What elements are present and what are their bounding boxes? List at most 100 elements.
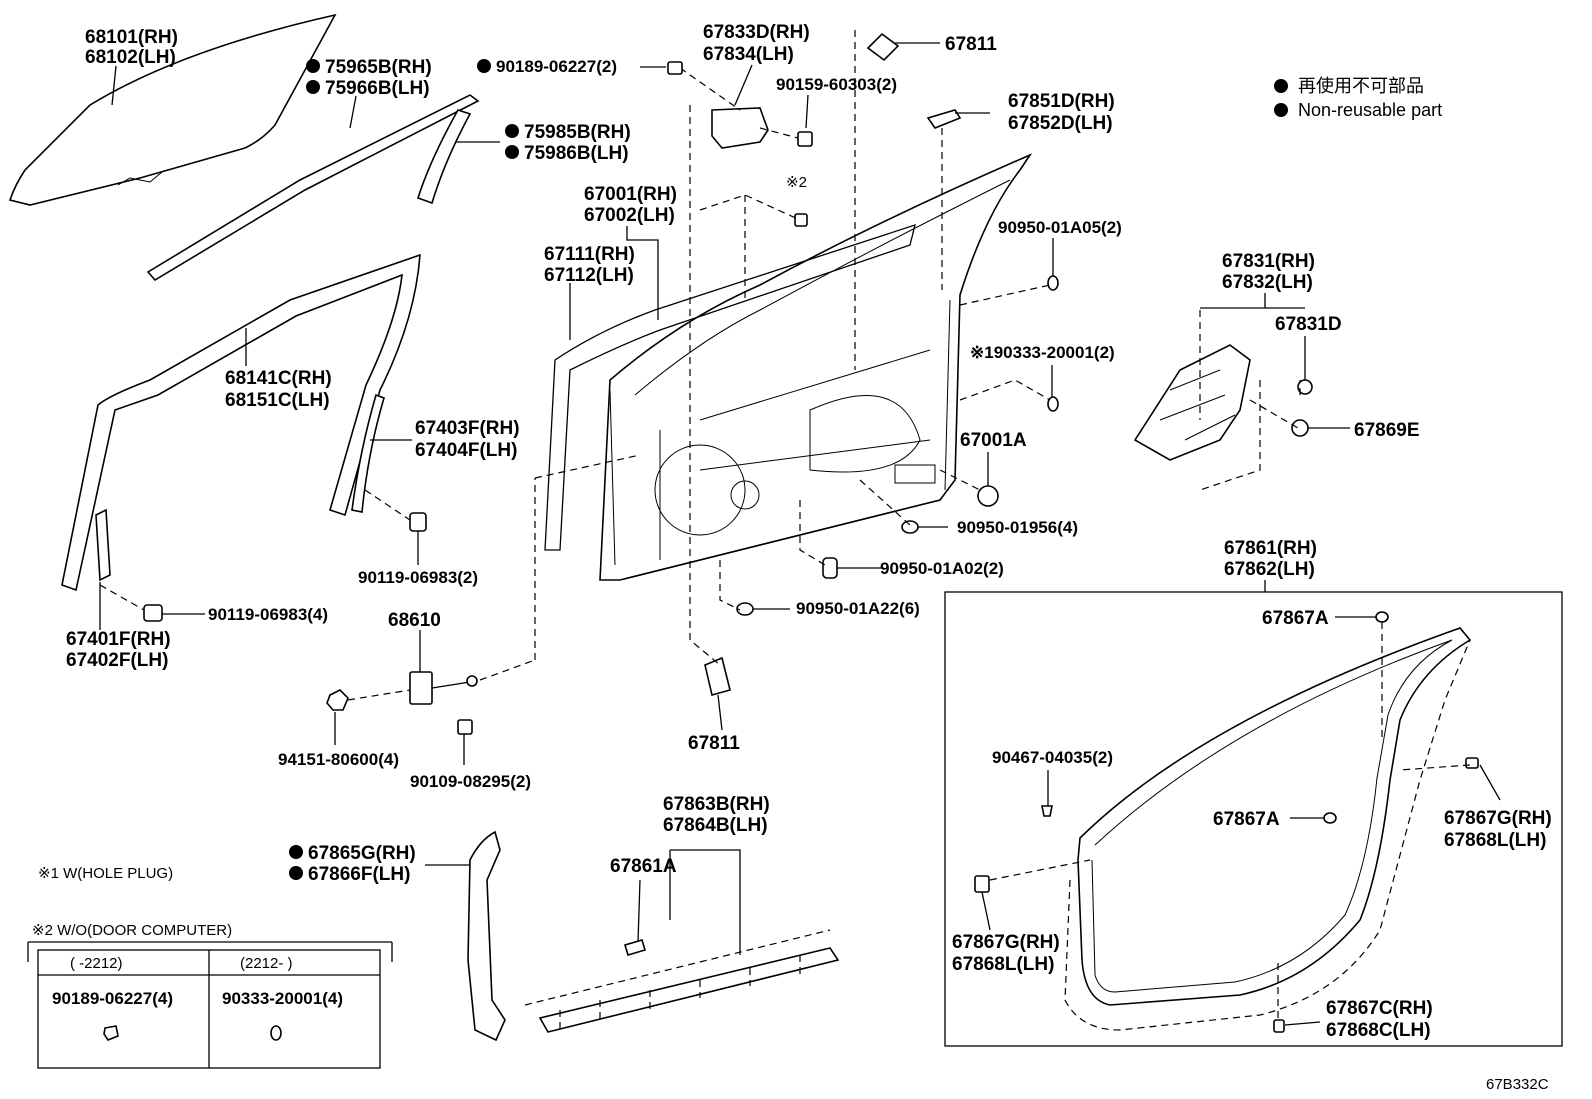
label-75985b: 75985B(RH) <box>524 122 631 143</box>
nonreusable-marker <box>505 145 519 159</box>
weatherstrip-box <box>944 591 1563 1047</box>
plug-90950-01a02 <box>822 557 838 579</box>
label-90950-01956: 90950-01956(4) <box>957 518 1078 537</box>
clip-icon <box>103 1025 119 1041</box>
label-190333: ※190333-20001(2) <box>970 343 1115 362</box>
lower-channel-front <box>95 508 111 582</box>
label-67865g: 67865G(RH) <box>308 843 416 864</box>
label-67868l-left: 67868L(LH) <box>952 954 1054 975</box>
clip-67867g-left <box>974 875 990 893</box>
label-67002: 67002(LH) <box>584 205 675 226</box>
label-67833d: 67833D(RH) <box>703 22 810 43</box>
label-67869e: 67869E <box>1354 420 1420 441</box>
label-90119-2: 90119-06983(2) <box>358 568 478 587</box>
door-lock <box>1133 344 1251 461</box>
legend-bullet-jp <box>1274 79 1288 93</box>
plug-90950-01956 <box>901 520 919 534</box>
label-67403f: 67403F(RH) <box>415 418 520 439</box>
label-67868l-right: 67868L(LH) <box>1444 830 1546 851</box>
clip-90189 <box>667 61 683 75</box>
label-67867a-top: 67867A <box>1262 608 1329 629</box>
label-67112: 67112(LH) <box>544 265 634 286</box>
label-67861a: 67861A <box>610 856 677 877</box>
bumper-67869e <box>1291 419 1309 437</box>
label-75986b: 75986B(LH) <box>524 143 629 164</box>
label-90950-01a02: 90950-01A02(2) <box>880 559 1004 578</box>
nonreusable-marker <box>289 866 303 880</box>
clip-90467 <box>1041 805 1053 817</box>
hinge-weatherstrip <box>467 830 506 1042</box>
label-90109: 90109-08295(2) <box>410 772 531 791</box>
stopper-67001a <box>977 485 999 507</box>
label-67001a: 67001A <box>960 430 1027 451</box>
mirror-bracket <box>926 109 962 129</box>
label-67811-bottom: 67811 <box>688 733 740 754</box>
nonreusable-marker <box>477 59 491 73</box>
label-75965b: 75965B(RH) <box>325 57 432 78</box>
legend-en: Non-reusable part <box>1298 100 1442 120</box>
label-67866f: 67866F(LH) <box>308 864 410 885</box>
label-67832: 67832(LH) <box>1222 272 1313 293</box>
label-68151c: 68151C(LH) <box>225 390 330 411</box>
label-68101: 68101(RH) <box>85 27 178 48</box>
clip-67867a-top <box>1375 611 1389 623</box>
label-90189: 90189-06227(2) <box>496 57 617 76</box>
legend-bullet-en <box>1274 103 1288 117</box>
bolt-90119-2 <box>409 512 427 540</box>
clip-67867g-right <box>1465 757 1479 769</box>
label-ref2: ※2 <box>786 174 807 191</box>
label-67867a-mid: 67867A <box>1213 809 1280 830</box>
label-68102: 68102(LH) <box>85 47 176 68</box>
table-col1-head: ( -2212) <box>70 955 123 972</box>
door-panel <box>599 153 1033 581</box>
label-67831d: 67831D <box>1275 314 1342 335</box>
label-67867g-right: 67867G(RH) <box>1444 808 1552 829</box>
division-moulding <box>417 109 472 205</box>
service-hole-cover <box>711 107 769 149</box>
note-2: ※2 W/O(DOOR COMPUTER) <box>32 922 232 939</box>
label-90119-4: 90119-06983(4) <box>208 605 328 624</box>
label-67811-top: 67811 <box>945 34 997 55</box>
nonreusable-marker <box>306 59 320 73</box>
pad-67811-bottom <box>704 656 731 696</box>
label-90467: 90467-04035(2) <box>992 748 1113 767</box>
label-67851d: 67851D(RH) <box>1008 91 1115 112</box>
door-weatherstrip <box>1064 627 1472 1031</box>
label-67001: 67001(RH) <box>584 184 677 205</box>
hole-plug-icon <box>270 1025 282 1041</box>
legend-jp: 再使用不可部品 <box>1298 76 1424 96</box>
label-67861: 67861(RH) <box>1224 538 1317 559</box>
nonreusable-marker <box>289 845 303 859</box>
label-67867g-left: 67867G(RH) <box>952 932 1060 953</box>
label-68141c: 68141C(RH) <box>225 368 332 389</box>
note-1: ※1 W(HOLE PLUG) <box>38 865 173 882</box>
table-col2-head: (2212- ) <box>240 955 293 972</box>
nonreusable-marker <box>505 124 519 138</box>
clip-67861a <box>624 939 646 956</box>
plug-90950-01a22 <box>736 602 754 616</box>
pad-67811-top <box>866 32 900 62</box>
label-67863b: 67863B(RH) <box>663 794 770 815</box>
label-68610: 68610 <box>388 610 441 631</box>
door-check <box>326 671 478 735</box>
label-67862: 67862(LH) <box>1224 559 1315 580</box>
label-90950-01a22: 90950-01A22(6) <box>796 599 920 618</box>
variant-table: ( -2212) (2212- ) 90189-06227(4) 90333-2… <box>27 941 393 1069</box>
label-67402f: 67402F(LH) <box>66 650 168 671</box>
drawing-code: 67B332C <box>1486 1076 1549 1093</box>
door-glass <box>8 13 337 206</box>
plug-90950-01a05 <box>1047 275 1059 291</box>
door-trim-outline <box>544 224 916 551</box>
label-90950-01a05: 90950-01A05(2) <box>998 218 1122 237</box>
table-col1-part: 90189-06227(4) <box>52 989 173 1008</box>
label-67868c: 67868C(LH) <box>1326 1020 1431 1041</box>
label-67864b: 67864B(LH) <box>663 815 768 836</box>
glass-run <box>61 253 421 592</box>
label-90159: 90159-60303(2) <box>776 75 897 94</box>
label-67111: 67111(RH) <box>544 244 635 265</box>
sill-weatherstrip <box>524 929 840 1033</box>
clip-67867a-mid <box>1323 812 1337 824</box>
plug-90333 <box>1047 396 1059 412</box>
